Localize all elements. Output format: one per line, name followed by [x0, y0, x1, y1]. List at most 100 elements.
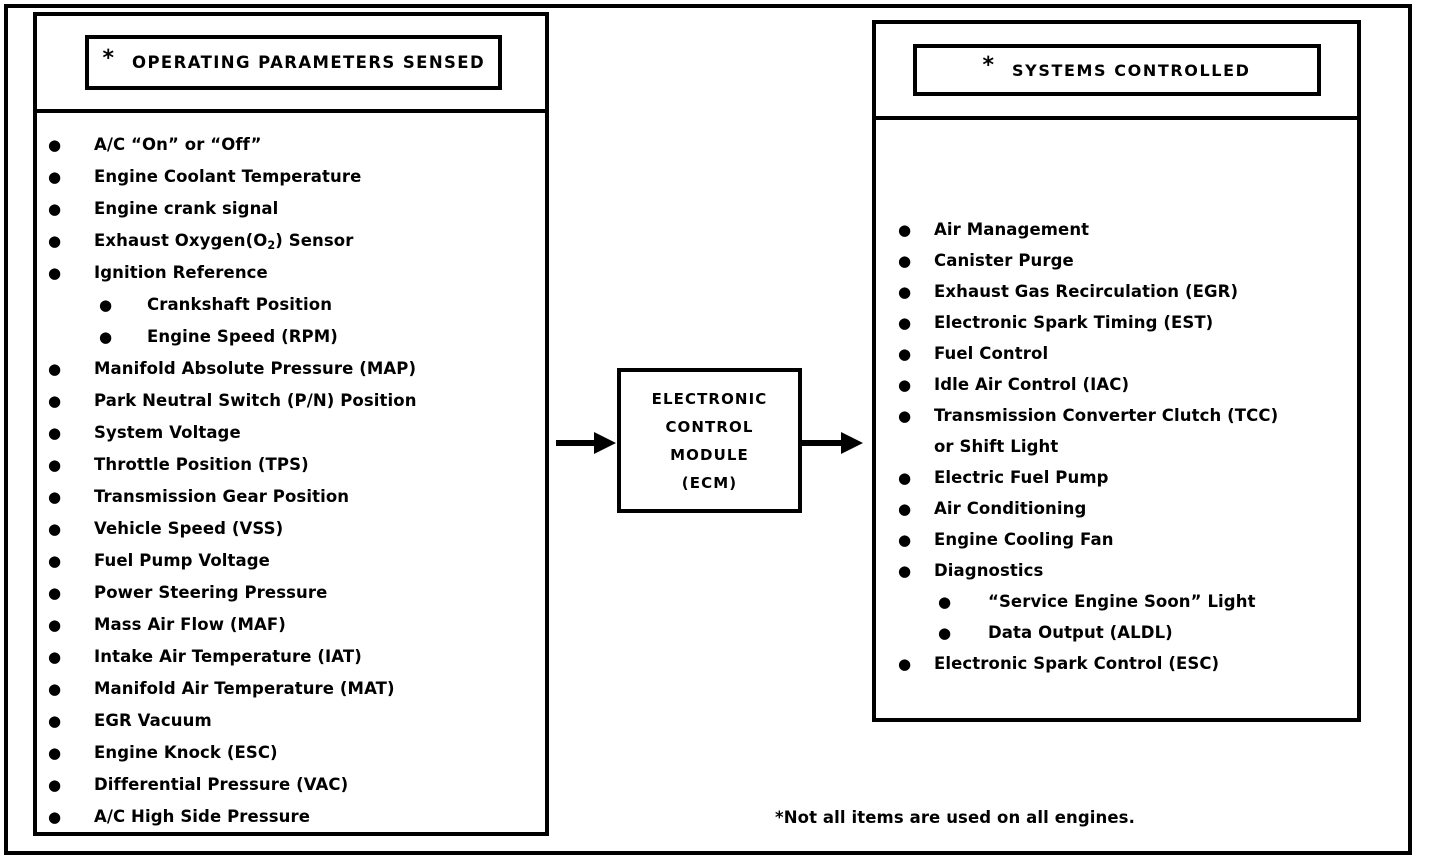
- list-item: ●Manifold Air Temperature (MAT): [37, 673, 545, 705]
- list-item-label: Power Steering Pressure: [94, 583, 328, 602]
- list-item: ●Crankshaft Position: [37, 289, 545, 321]
- list-item: ●Diagnostics: [876, 555, 1357, 586]
- ecm-label-line: ELECTRONIC: [651, 389, 768, 408]
- bullet-icon: ●: [898, 221, 912, 239]
- list-item: ●Mass Air Flow (MAF): [37, 609, 545, 641]
- bullet-icon: ●: [48, 744, 62, 762]
- footnote-text: *Not all items are used on all engines.: [775, 808, 1135, 827]
- bullet-icon: ●: [48, 552, 62, 570]
- left-panel-header: * OPERATING PARAMETERS SENSED: [37, 16, 545, 113]
- list-item: ●Engine Speed (RPM): [37, 321, 545, 353]
- right-panel-header: * SYSTEMS CONTROLLED: [876, 24, 1357, 120]
- list-item-label: Crankshaft Position: [147, 295, 333, 314]
- list-item: or Shift Light: [876, 431, 1357, 462]
- list-item: ● Electronic Spark Timing (EST): [876, 307, 1357, 338]
- list-item-label: Engine Coolant Temperature: [94, 167, 362, 186]
- list-item: ● System Voltage: [37, 417, 545, 449]
- list-item: ● Engine crank signal: [37, 193, 545, 225]
- list-item-label: Differential Pressure (VAC): [94, 775, 349, 794]
- list-item: ●Ignition Reference: [37, 257, 545, 289]
- bullet-icon: ●: [898, 562, 912, 580]
- list-item: ● Fuel Control: [876, 338, 1357, 369]
- systems-controlled-panel: * SYSTEMS CONTROLLED ●Air Management●Can…: [872, 20, 1361, 722]
- list-item: ● Transmission Converter Clutch (TCC): [876, 400, 1357, 431]
- asterisk-icon: *: [982, 53, 995, 78]
- list-item-label: Canister Purge: [934, 251, 1074, 270]
- list-item: ● Exhaust Oxygen(O2) Sensor: [37, 225, 545, 257]
- right-panel-title: SYSTEMS CONTROLLED: [1012, 60, 1251, 80]
- list-item: ● Engine Cooling Fan: [876, 524, 1357, 555]
- list-item-label: Intake Air Temperature (IAT): [94, 647, 362, 666]
- bullet-icon: ●: [48, 680, 62, 698]
- bullet-icon: ●: [898, 283, 912, 301]
- bullet-icon: ●: [48, 648, 62, 666]
- list-item-label: Transmission Gear Position: [94, 487, 350, 506]
- list-item: ● Idle Air Control (IAC): [876, 369, 1357, 400]
- list-item-label: A/C High Side Pressure: [94, 807, 311, 826]
- list-item-label: Engine crank signal: [94, 199, 279, 218]
- list-item-label: Electronic Spark Control (ESC): [934, 654, 1220, 673]
- list-item-label: or Shift Light: [934, 437, 1059, 456]
- bullet-icon: ●: [898, 376, 912, 394]
- bullet-icon: ●: [898, 345, 912, 363]
- ecm-label-line: (ECM): [681, 473, 738, 492]
- bullet-icon: ●: [898, 314, 912, 332]
- list-item: ●EGR Vacuum: [37, 705, 545, 737]
- list-item-label: “Service Engine Soon” Light: [988, 592, 1256, 611]
- bullet-icon: ●: [938, 624, 952, 642]
- list-item-label: Transmission Converter Clutch (TCC): [934, 406, 1279, 425]
- bullet-icon: ●: [48, 488, 62, 506]
- systems-controlled-list: ●Air Management●Canister Purge●Exhaust G…: [876, 120, 1357, 679]
- bullet-icon: ●: [48, 232, 62, 250]
- bullet-icon: ●: [48, 200, 62, 218]
- bullet-icon: ●: [898, 531, 912, 549]
- list-item: ●Exhaust Gas Recirculation (EGR): [876, 276, 1357, 307]
- arrow-head-icon: [594, 432, 616, 454]
- list-item-label: Engine Cooling Fan: [934, 530, 1114, 549]
- bullet-icon: ●: [48, 360, 62, 378]
- bullet-icon: ●: [898, 407, 912, 425]
- right-title-box: * SYSTEMS CONTROLLED: [912, 44, 1321, 96]
- list-item: ●“Service Engine Soon” Light: [876, 586, 1357, 617]
- list-item: ●Park Neutral Switch (P/N) Position: [37, 385, 545, 417]
- list-item: ●Data Output (ALDL): [876, 617, 1357, 648]
- bullet-icon: ●: [48, 776, 62, 794]
- bullet-icon: ●: [48, 616, 62, 634]
- bullet-icon: ●: [898, 469, 912, 487]
- arrow-shaft: [556, 440, 596, 446]
- outer-border: [4, 4, 1412, 855]
- left-panel-title: OPERATING PARAMETERS SENSED: [132, 53, 486, 72]
- list-item: ●Canister Purge: [876, 245, 1357, 276]
- list-item-label: Electronic Spark Timing (EST): [934, 313, 1214, 332]
- list-item-label: Idle Air Control (IAC): [934, 375, 1130, 394]
- list-item-label: Park Neutral Switch (P/N) Position: [94, 391, 417, 410]
- bullet-icon: ●: [48, 712, 62, 730]
- left-title-box: * OPERATING PARAMETERS SENSED: [84, 35, 502, 90]
- bullet-icon: ●: [48, 136, 62, 154]
- list-item: ● Intake Air Temperature (IAT): [37, 641, 545, 673]
- bullet-icon: ●: [48, 424, 62, 442]
- list-item: ●Throttle Position (TPS): [37, 449, 545, 481]
- list-item: ● Vehicle Speed (VSS): [37, 513, 545, 545]
- list-item: ● Fuel Pump Voltage: [37, 545, 545, 577]
- list-item-label: Vehicle Speed (VSS): [94, 519, 284, 538]
- list-item-label: Fuel Control: [934, 344, 1049, 363]
- list-item: ●Manifold Absolute Pressure (MAP): [37, 353, 545, 385]
- list-item-label: System Voltage: [94, 423, 241, 442]
- list-item-label: Air Conditioning: [934, 499, 1087, 518]
- list-item-label: Engine Knock (ESC): [94, 743, 278, 762]
- list-item-label: Exhaust Oxygen(O2) Sensor: [94, 231, 354, 253]
- bullet-icon: ●: [48, 168, 62, 186]
- list-item-label: Fuel Pump Voltage: [94, 551, 270, 570]
- operating-parameters-list: ●A/C “On” or “Off”●Engine Coolant Temper…: [37, 113, 545, 833]
- bullet-icon: ●: [48, 520, 62, 538]
- bullet-icon: ●: [898, 655, 912, 673]
- list-item-label: Ignition Reference: [94, 263, 268, 282]
- ecm-label-line: CONTROL: [665, 417, 754, 436]
- list-item: ● Differential Pressure (VAC): [37, 769, 545, 801]
- list-item: ●Air Conditioning: [876, 493, 1357, 524]
- list-item: ●Electric Fuel Pump: [876, 462, 1357, 493]
- bullet-icon: ●: [48, 808, 62, 826]
